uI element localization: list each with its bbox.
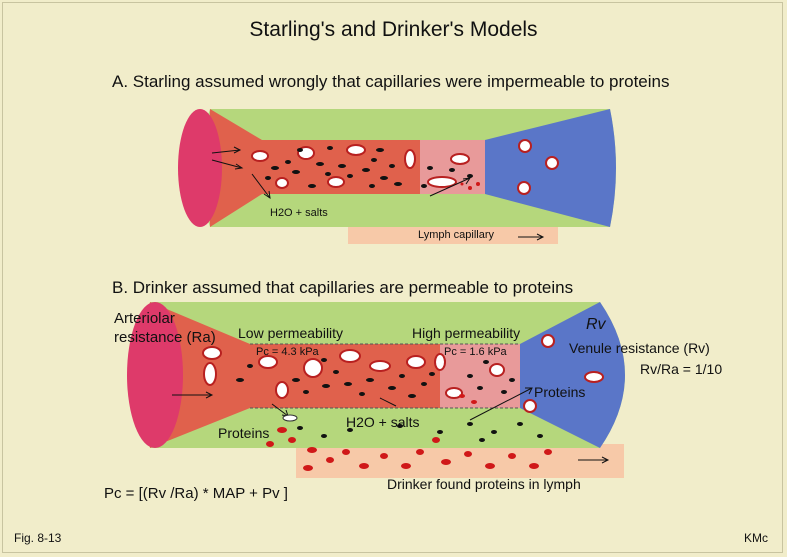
protein-crossing [282,414,298,422]
drinker-vessel [127,302,625,478]
capillary-opening-b [127,302,183,448]
rbc [541,334,555,348]
arrows-b [172,387,610,464]
rbc [346,144,366,156]
rbc [339,349,361,363]
rbc [369,360,391,372]
red-cells-b [202,334,604,413]
h2o-salts-b: H2O + salts [346,414,420,430]
proteins-b-inside [236,358,515,398]
rbc [545,156,559,170]
arrows-a [211,146,545,241]
rbc [258,355,278,369]
red-dots-a [460,182,480,190]
pc-formula: Pc = [(Rv /Ra) * MAP + Pv ] [104,485,288,502]
high-permeability-label: High permeability [412,325,521,341]
drinker-found-label: Drinker found proteins in lymph [387,476,581,492]
rbc [202,346,222,360]
lymph-capillary-label: Lymph capillary [418,229,495,241]
proteins-a [265,146,473,188]
arteriolar-label-1: Arteriolar [114,310,175,327]
rbc [275,381,289,399]
low-permeability-label: Low permeability [238,325,344,341]
rv-symbol: Rv [586,316,606,333]
rbc [406,355,426,369]
proteins-right-label: Proteins [534,384,586,400]
lymph-capillary-a [348,226,558,244]
figure-number: Fig. 8-13 [14,531,62,545]
rbc [450,153,470,165]
lymph-capillary-b [296,444,624,478]
rbc [445,387,463,399]
proteins-left-label: Proteins [218,425,270,441]
rbc [523,399,537,413]
page-title: Starling's and Drinker's Models [249,18,538,41]
rbc [251,150,269,162]
arterial-segment-a [210,109,420,227]
rbc [327,176,345,188]
starling-vessel [178,109,616,244]
rbc [517,181,531,195]
resistance-ratio: Rv/Ra = 1/10 [640,361,723,377]
heading-a: A. Starling assumed wrongly that capilla… [112,72,670,91]
heading-b: B. Drinker assumed that capillaries are … [112,278,574,297]
rbc [404,149,416,169]
arteriolar-label-2: resistance (Ra) [114,329,216,346]
author-initials: KMc [744,531,768,545]
pc-high-label: Pc = 1.6 kPa [444,346,507,358]
rbc [275,177,289,189]
rbc [584,371,604,383]
red-cells-a [251,139,559,195]
pc-low-label: Pc = 4.3 kPa [256,346,319,358]
proteins-b-interstitium [297,422,543,442]
rbc [489,363,505,377]
capillary-opening-a [178,109,222,227]
rbc [203,362,217,386]
rbc [303,358,323,378]
rbc [518,139,532,153]
rbc [434,353,446,371]
arterial-segment-b [150,302,440,448]
h2o-salts-a: H2O + salts [270,207,328,219]
venule-resistance-label: Venule resistance (Rv) [569,340,710,356]
proteins-b-red [266,394,552,471]
rbc [427,176,457,188]
